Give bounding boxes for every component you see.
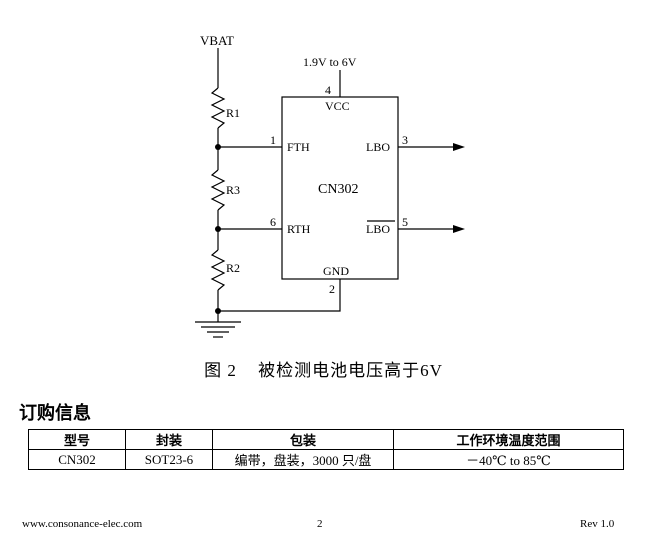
pin-lbo-name: LBO xyxy=(366,140,390,154)
gnd-wire xyxy=(218,279,341,312)
ground-symbol xyxy=(195,321,241,338)
r2-label: R2 xyxy=(226,261,240,275)
figure-number: 图 2 xyxy=(204,361,237,380)
arrow-lbo-bar-icon xyxy=(453,225,465,233)
section-title: 订购信息 xyxy=(19,403,91,424)
r3-label: R3 xyxy=(226,183,240,197)
header-package: 封装 xyxy=(125,429,213,450)
pin-rth-name: RTH xyxy=(287,222,311,236)
header-packing: 包装 xyxy=(212,429,394,450)
pin-rth-number: 6 xyxy=(270,215,276,229)
cell-packing: 编带，盘装，3000 只/盘 xyxy=(212,449,394,470)
cell-temp-range: －40℃ to 85℃ xyxy=(393,449,624,470)
cell-package: SOT23-6 xyxy=(125,449,213,470)
pin-gnd-number: 2 xyxy=(329,282,335,296)
footer-page-number: 2 xyxy=(317,518,323,530)
junction-dot xyxy=(215,226,221,232)
junction-dot xyxy=(215,308,221,314)
pin-vcc-name: VCC xyxy=(325,99,350,113)
header-model: 型号 xyxy=(28,429,126,450)
pin-fth-name: FTH xyxy=(287,140,310,154)
schematic-diagram: VBAT 1.9V to 6V R1 R3 R2 4 VCC 1 FTH CN3… xyxy=(195,33,465,338)
table-header-row: 型号 封装 包装 工作环境温度范围 xyxy=(28,429,624,450)
resistor-r3 xyxy=(210,169,226,211)
figure-caption: 图 2 被检测电池电压高于6V xyxy=(0,356,647,381)
pin-gnd-name: GND xyxy=(323,264,349,278)
resistor-r1 xyxy=(210,87,226,129)
chip-name: CN302 xyxy=(318,182,358,197)
pin-lbo-bar-name: LBO xyxy=(366,222,390,236)
figure-text: 被检测电池电压高于6V xyxy=(258,361,443,380)
supply-label: 1.9V to 6V xyxy=(303,55,357,69)
cell-model: CN302 xyxy=(28,449,126,470)
table-row: CN302 SOT23-6 编带，盘装，3000 只/盘 －40℃ to 85℃ xyxy=(28,449,624,470)
pin-lbo-number: 3 xyxy=(402,133,408,147)
r1-label: R1 xyxy=(226,106,240,120)
junction-dot xyxy=(215,144,221,150)
order-info-table: 型号 封装 包装 工作环境温度范围 CN302 SOT23-6 编带，盘装，30… xyxy=(28,429,624,470)
footer-website: www.consonance-elec.com xyxy=(22,518,143,530)
pin-fth-number: 1 xyxy=(270,133,276,147)
pin-vcc-number: 4 xyxy=(325,83,331,97)
footer-revision: Rev 1.0 xyxy=(580,518,615,530)
header-temp-range: 工作环境温度范围 xyxy=(393,429,624,450)
vbat-label: VBAT xyxy=(200,33,234,48)
pin-lbo-bar-number: 5 xyxy=(402,215,408,229)
arrow-lbo-icon xyxy=(453,143,465,151)
resistor-r2 xyxy=(210,249,226,291)
